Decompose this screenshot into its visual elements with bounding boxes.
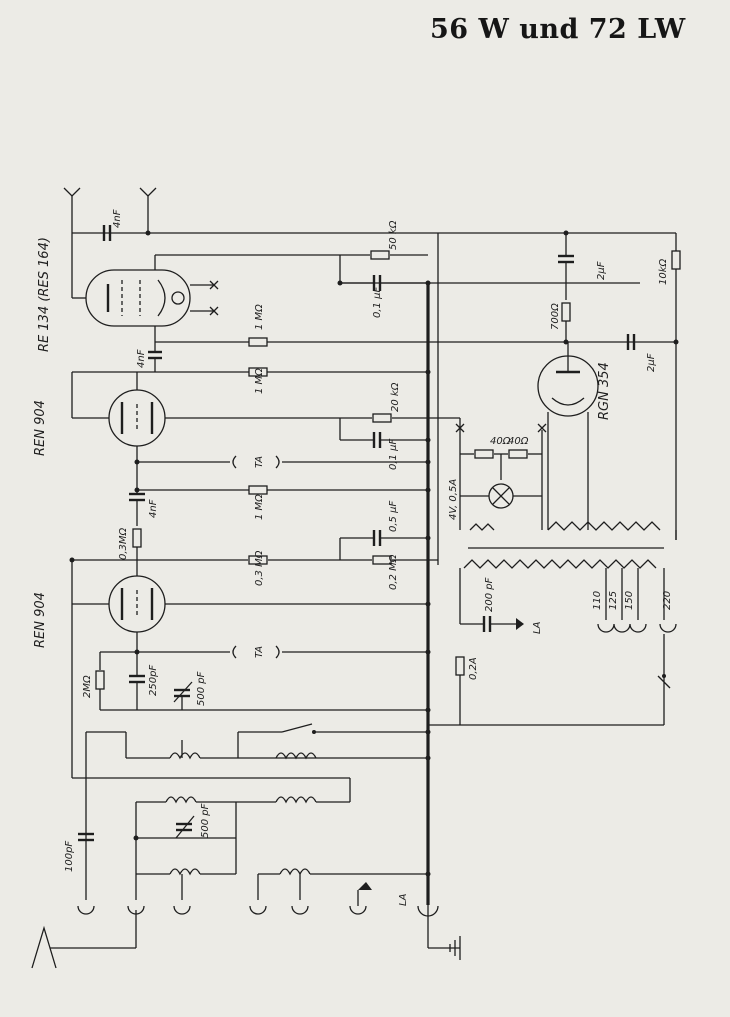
label-c-2uf-top: 2μF [596,261,607,280]
label-r-03m: 0,3MΩ [118,527,129,560]
capacitor-100 [78,832,94,842]
resistor-02m [340,555,438,565]
antenna-top [63,187,157,233]
label-tap-150: 150 [624,591,635,610]
page-title: 56 W und 72 LW [430,14,686,45]
resistor-10k [671,250,681,270]
ground-bus [426,283,460,949]
label-c-200: 200 pF [484,577,495,612]
tube-label-af2: REN 904 [33,592,48,648]
ground-socket-bottom [417,905,439,917]
junction-dots [69,230,679,877]
tube-label-detector: RE 134 (RES 164) [37,237,52,352]
resistor-03m-left [132,528,142,578]
label-r-40b: 40Ω [508,436,529,447]
socket-ta-2 [100,645,428,659]
capacitor-05 [339,530,428,560]
resistor-700 [561,302,571,342]
label-c-2uf-mid: 2μF [646,353,657,372]
resistor-2m [95,652,428,711]
capacitor-01-top [340,275,428,291]
coil-reaction [85,723,428,900]
resistor-50k [339,250,428,283]
label-r-700: 700Ω [550,303,561,330]
tube-detector [71,233,340,342]
label-tap-110: 110 [592,591,603,610]
tube-af1 [71,371,428,462]
label-la-1: LA [532,621,543,634]
bottom-sockets [50,882,372,949]
label-fuse: 0,2A [468,657,479,680]
tube-label-rectifier: RGN 354 [597,362,612,420]
label-r-02m: 0,2 MΩ [388,554,399,590]
capacitor-2uf-mid [626,334,636,350]
label-tap-125: 125 [608,591,619,610]
label-r-1m-a: 1 MΩ [254,304,265,330]
label-r-20k: 20 kΩ [390,382,401,412]
coil-aerial [72,777,351,900]
tube-rectifier [537,342,599,530]
ht-rails [72,232,677,565]
resistor-1m-a [248,337,268,347]
ground-symbol [449,936,461,960]
resistor-20k [339,413,460,440]
label-c-antenna: 4nF [112,209,123,228]
label-c-4nf-mid: 4nF [148,499,159,518]
label-c-01-top: 0,1 μF [372,287,383,318]
label-c-4nf-left: 4nF [136,349,147,368]
label-r-10k: 10kΩ [658,258,669,285]
capacitor-250 [129,652,145,710]
label-r-03m-b: 0,3 MΩ [254,550,265,586]
coil-bottom [136,868,428,900]
label-ta-2: TA [254,646,265,658]
label-la-2: LA [398,893,409,906]
capacitor-01-mid [340,432,428,448]
socket-ta-1 [137,455,428,469]
label-c-05: 0,5 μF [388,501,399,532]
label-r-50k: 50 kΩ [388,220,399,250]
antenna-bottom [31,925,57,969]
label-r-1m-b: 1 MΩ [254,368,265,394]
label-r-2m: 2MΩ [82,675,93,698]
label-c-250: 250pF [148,665,159,696]
capacitor-4nf-mid [129,462,428,526]
capacitor-500a [173,681,193,710]
label-tap-220: 220 [662,591,673,610]
label-c-500b: 500 pF [200,803,211,838]
capacitor-200 [460,616,524,632]
label-c-01-mid: 0,1 μF [388,439,399,470]
label-r-40a: 40Ω [490,436,511,447]
power-transformer [459,521,677,725]
capacitor-2uf-top [558,233,574,300]
label-c-100: 100pF [64,841,75,872]
resistor-03m-b [72,555,340,565]
label-ta-1: TA [254,456,265,468]
resistor-1m-c [248,485,268,495]
label-r-1m-c: 1 MΩ [254,494,265,520]
capacitor-4nf-left [148,342,162,372]
label-lamp: 4V, 0,5A [448,479,459,520]
hum-network [455,418,547,530]
pilot-lamp [460,483,542,531]
capacitor-500b [175,815,195,839]
fuse [428,656,664,726]
tube-af2 [71,560,428,778]
capacitor-antenna [102,225,112,241]
label-c-500a: 500 pF [196,671,207,706]
tube-label-af1: REN 904 [33,400,48,456]
